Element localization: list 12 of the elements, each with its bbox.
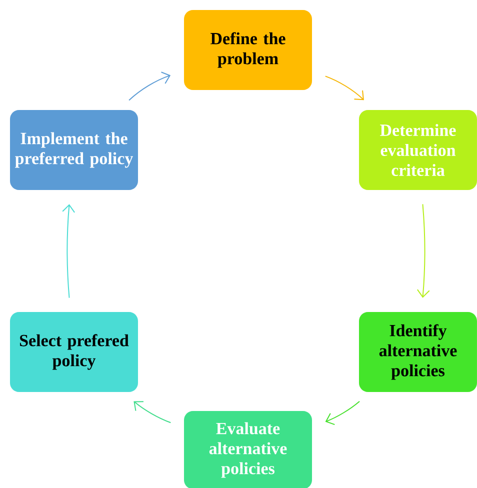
process-box: Define the problem: [184, 10, 312, 90]
arrow: [324, 76, 364, 100]
process-box: Implement the preferred policy: [10, 110, 138, 190]
arrow: [416, 204, 430, 298]
process-box: Select prefered policy: [10, 312, 138, 392]
arrow: [62, 204, 76, 298]
process-box: Determine evaluation criteria: [359, 110, 477, 190]
arrow: [325, 400, 360, 426]
arrow: [128, 72, 171, 101]
process-box: Evaluate alternative policies: [184, 411, 312, 488]
arrow: [134, 401, 172, 424]
process-box: Identify alternative policies: [359, 312, 477, 392]
